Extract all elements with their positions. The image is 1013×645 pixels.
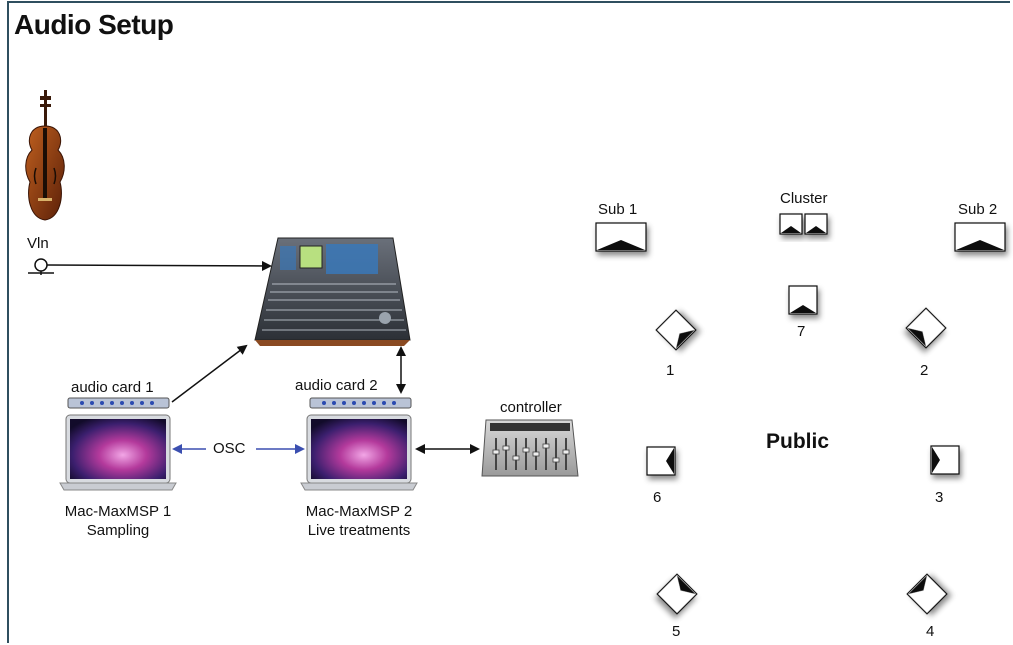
- speaker-6-label: 6: [653, 489, 662, 506]
- speaker-4-label: 4: [926, 623, 935, 640]
- laptop-2-icon: [300, 414, 418, 491]
- mac1-name-label: Mac-MaxMSP 1: [64, 503, 172, 520]
- speaker-7-label: 7: [797, 323, 806, 340]
- speaker-6-icon: [646, 446, 676, 476]
- speaker-sub2-icon: [954, 222, 1006, 252]
- arrow-violin-to-console: [46, 260, 272, 271]
- microphone-input-icon: [28, 258, 54, 275]
- audio-card-1-icon: [67, 397, 170, 409]
- mac1-role-label: Sampling: [86, 522, 150, 539]
- mac2-role-label: Live treatments: [307, 522, 411, 539]
- audio-card-2-icon: [309, 397, 412, 409]
- speaker-cluster-label: Cluster: [780, 190, 828, 207]
- speaker-4-icon: [906, 573, 948, 615]
- speaker-cluster-icon: [779, 213, 828, 235]
- audience-label: Public: [766, 430, 830, 453]
- speaker-5-icon: [656, 573, 698, 615]
- page-title: Audio Setup: [14, 9, 174, 40]
- speaker-1-icon: [655, 309, 697, 351]
- speaker-sub2-label: Sub 2: [958, 201, 998, 218]
- speaker-7-icon: [788, 285, 818, 315]
- osc-label: OSC: [213, 440, 246, 457]
- arrow-card1-to-console: [171, 344, 248, 403]
- mixing-console-icon: [254, 237, 411, 346]
- controller-icon: [481, 419, 579, 477]
- mac2-name-label: Mac-MaxMSP 2: [305, 503, 413, 520]
- laptop-1-icon: [59, 414, 177, 491]
- controller-label: controller: [500, 399, 562, 416]
- diagram-frame: [7, 1, 1010, 643]
- audio-card-1-label: audio card 1: [71, 379, 154, 396]
- violin-label: Vln: [27, 235, 49, 252]
- speaker-5-label: 5: [672, 623, 681, 640]
- speaker-3-icon: [930, 445, 960, 475]
- speaker-3-label: 3: [935, 489, 944, 506]
- speaker-1-label: 1: [666, 362, 675, 379]
- violin-icon: [25, 90, 65, 221]
- speaker-2-label: 2: [920, 362, 929, 379]
- speaker-sub1-label: Sub 1: [598, 201, 638, 218]
- speaker-sub1-icon: [595, 222, 647, 252]
- speaker-2-icon: [905, 307, 947, 349]
- audio-card-2-label: audio card 2: [295, 377, 378, 394]
